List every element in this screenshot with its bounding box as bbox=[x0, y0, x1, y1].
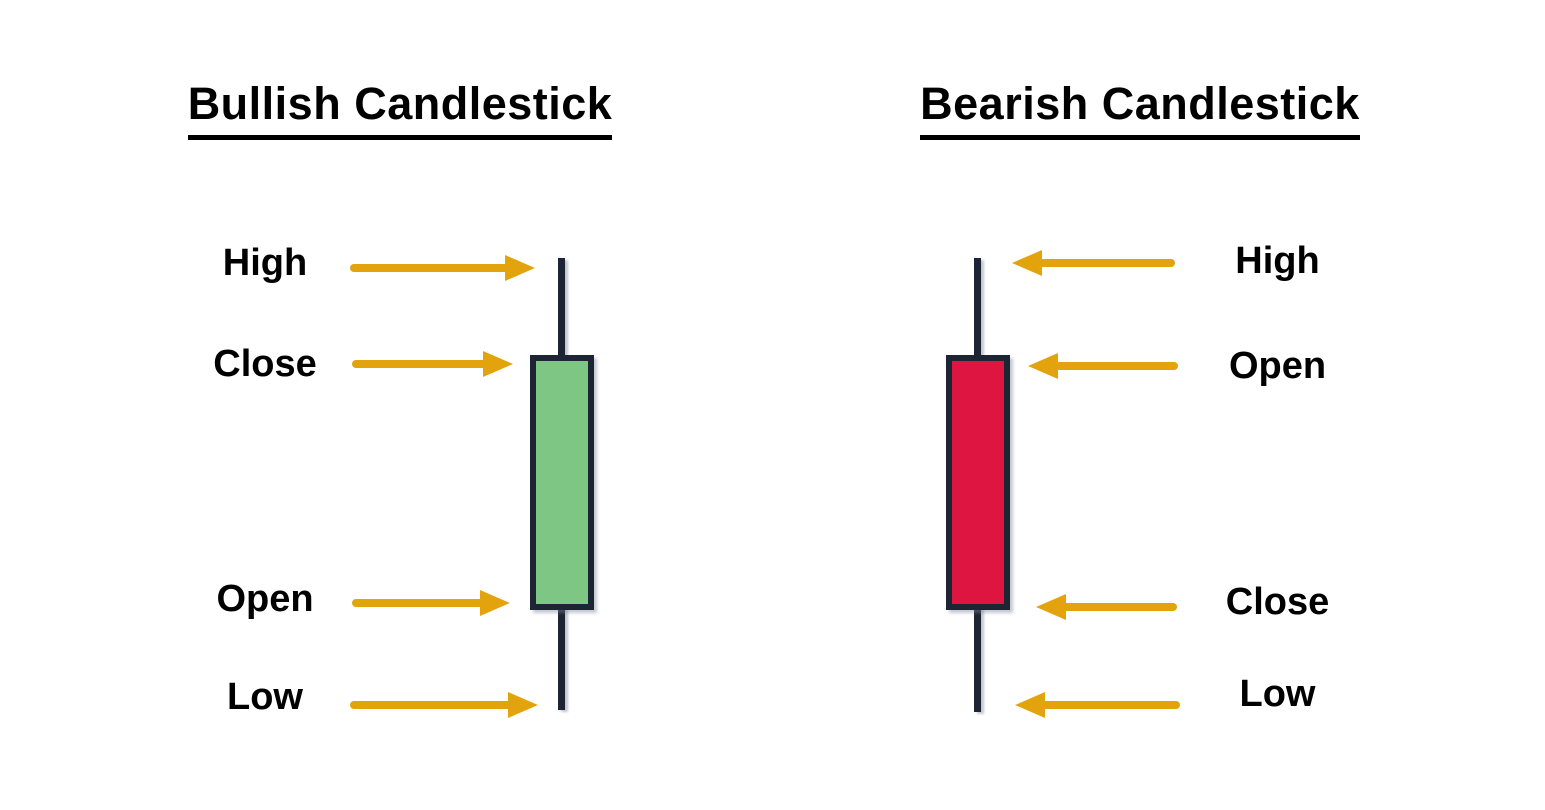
bullish-candle-body bbox=[530, 355, 594, 610]
arrow-shaft bbox=[1050, 362, 1178, 370]
arrow-head bbox=[483, 351, 513, 377]
bearish-low-arrow-icon bbox=[1015, 692, 1180, 718]
bearish-title-text: Bearish Candlestick bbox=[920, 78, 1360, 140]
arrow-shaft bbox=[350, 701, 516, 709]
bullish-open-arrow-icon bbox=[352, 590, 510, 616]
arrow-shaft bbox=[350, 264, 513, 272]
bullish-close-label: Close bbox=[213, 343, 317, 385]
arrow-head bbox=[1036, 594, 1066, 620]
bearish-high-label: High bbox=[1235, 240, 1320, 282]
bearish-open-label: Open bbox=[1228, 345, 1327, 387]
bearish-title: Bearish Candlestick bbox=[860, 78, 1420, 140]
bullish-title: Bullish Candlestick bbox=[120, 78, 680, 140]
arrow-head bbox=[1028, 353, 1058, 379]
bullish-title-text: Bullish Candlestick bbox=[187, 78, 613, 140]
bullish-high-label: High bbox=[222, 242, 308, 284]
arrow-shaft bbox=[1058, 603, 1177, 611]
arrow-shaft bbox=[352, 599, 488, 607]
bearish-open-arrow-icon bbox=[1028, 353, 1178, 379]
arrow-shaft bbox=[352, 360, 491, 368]
bullish-open-label: Open bbox=[216, 578, 314, 620]
bearish-candle-wick bbox=[974, 258, 981, 712]
bearish-candle-body bbox=[946, 355, 1010, 610]
bullish-low-arrow-icon bbox=[350, 692, 538, 718]
arrow-head bbox=[1015, 692, 1045, 718]
bearish-low-label: Low bbox=[1239, 673, 1316, 715]
arrow-head bbox=[508, 692, 538, 718]
bullish-candle-wick bbox=[558, 258, 565, 710]
arrow-head bbox=[505, 255, 535, 281]
arrow-shaft bbox=[1034, 259, 1175, 267]
arrow-head bbox=[480, 590, 510, 616]
bearish-close-arrow-icon bbox=[1036, 594, 1177, 620]
bullish-close-arrow-icon bbox=[352, 351, 513, 377]
bullish-low-label: Low bbox=[227, 676, 303, 718]
arrow-head bbox=[1012, 250, 1042, 276]
bearish-close-label: Close bbox=[1225, 581, 1330, 623]
bearish-high-arrow-icon bbox=[1012, 250, 1175, 276]
bullish-high-arrow-icon bbox=[350, 255, 535, 281]
arrow-shaft bbox=[1037, 701, 1180, 709]
